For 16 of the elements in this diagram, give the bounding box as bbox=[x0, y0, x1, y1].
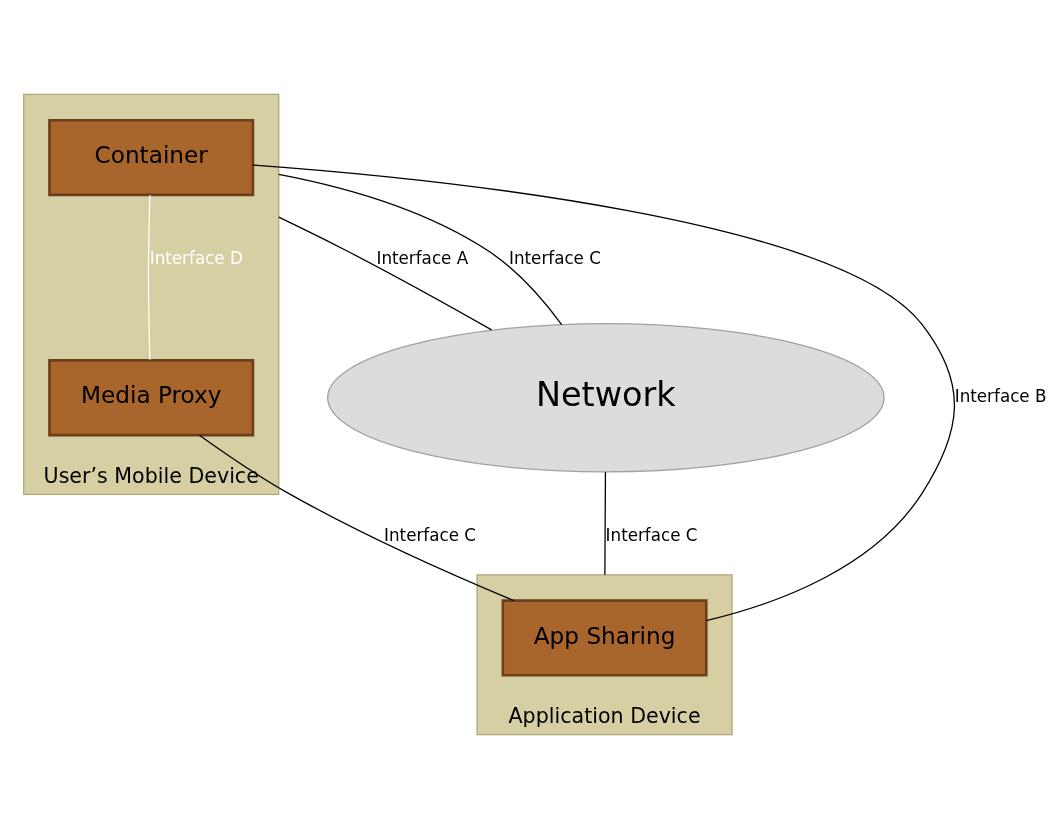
node-box: Container bbox=[48, 118, 255, 197]
edge-label: Interface C bbox=[605, 524, 698, 545]
edge-label: Interface C bbox=[509, 247, 601, 268]
connector bbox=[604, 471, 607, 576]
edge-label: Interface C bbox=[384, 524, 477, 545]
connector bbox=[198, 434, 515, 602]
node-ellipse: Network bbox=[327, 323, 885, 473]
edge-label: Interface B bbox=[954, 386, 1047, 407]
edge-label: Interface D bbox=[149, 247, 243, 268]
node-box: Media Proxy bbox=[48, 359, 255, 437]
node-box: App Sharing bbox=[501, 599, 708, 677]
connector bbox=[147, 194, 151, 361]
connector bbox=[278, 173, 563, 326]
connector bbox=[278, 216, 493, 331]
edge-label: Interface A bbox=[376, 247, 469, 268]
connector bbox=[252, 164, 956, 622]
